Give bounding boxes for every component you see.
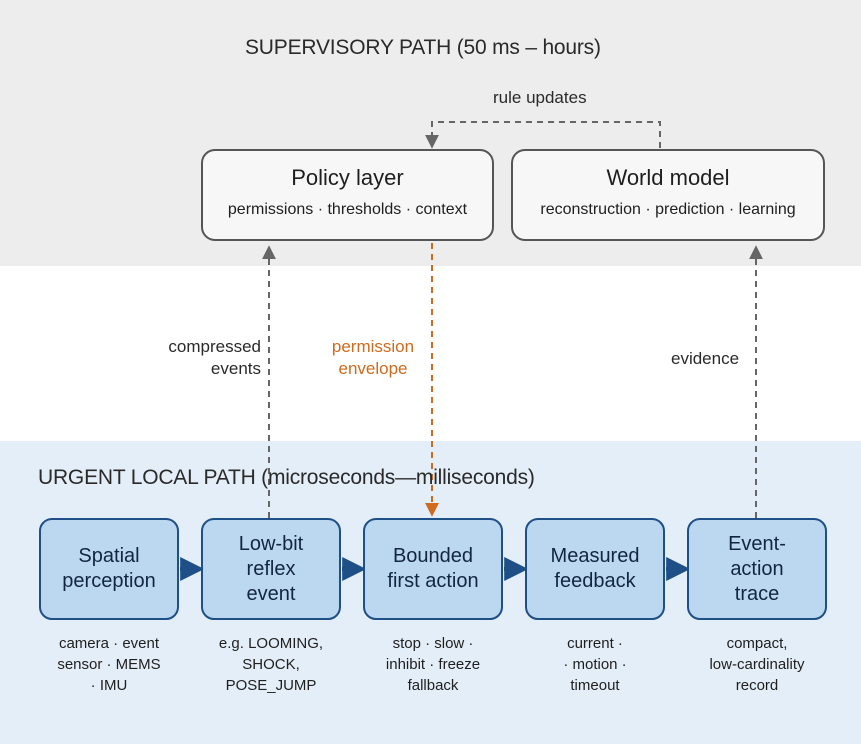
world-model-subtitle: reconstruction · prediction · learning	[540, 201, 796, 218]
stage-low-bit-reflex-event: Low-bit reflex event	[201, 518, 341, 620]
caption-bounded-first-action: stop · slow · inhibit · freeze fallback	[385, 635, 481, 694]
stage-spatial-perception: Spatial perception	[39, 518, 179, 620]
permission-envelope-label: permission envelope	[331, 337, 415, 378]
caption-low-bit-reflex-event: e.g. LOOMING, SHOCK, POSE_JUMP	[218, 635, 324, 694]
policy-layer-box: Policy layer permissions · thresholds · …	[201, 149, 494, 241]
compressed-events-label: compressed events	[168, 337, 261, 378]
urgent-title: URGENT LOCAL PATH (microseconds—millisec…	[38, 466, 535, 489]
evidence-label: evidence	[671, 349, 740, 368]
caption-measured-feedback: current · · motion · timeout	[563, 635, 627, 694]
rule-updates-arrow	[425, 121, 661, 149]
supervisory-title: SUPERVISORY PATH (50 ms – hours)	[245, 36, 601, 59]
stage-bounded-first-action: Bounded first action	[363, 518, 503, 620]
policy-layer-title: Policy layer	[291, 165, 404, 190]
world-model-box: World model reconstruction · prediction …	[511, 149, 825, 241]
stage-event-action-trace: Event- action trace	[687, 518, 827, 620]
rule-updates-label: rule updates	[493, 88, 587, 107]
caption-spatial-perception: camera · event sensor · MEMS · IMU	[57, 635, 161, 694]
stage-measured-feedback: Measured feedback	[525, 518, 665, 620]
world-model-title: World model	[606, 165, 730, 190]
policy-layer-subtitle: permissions · thresholds · context	[227, 201, 468, 218]
caption-event-action-trace: compact, low-cardinality record	[709, 635, 805, 694]
